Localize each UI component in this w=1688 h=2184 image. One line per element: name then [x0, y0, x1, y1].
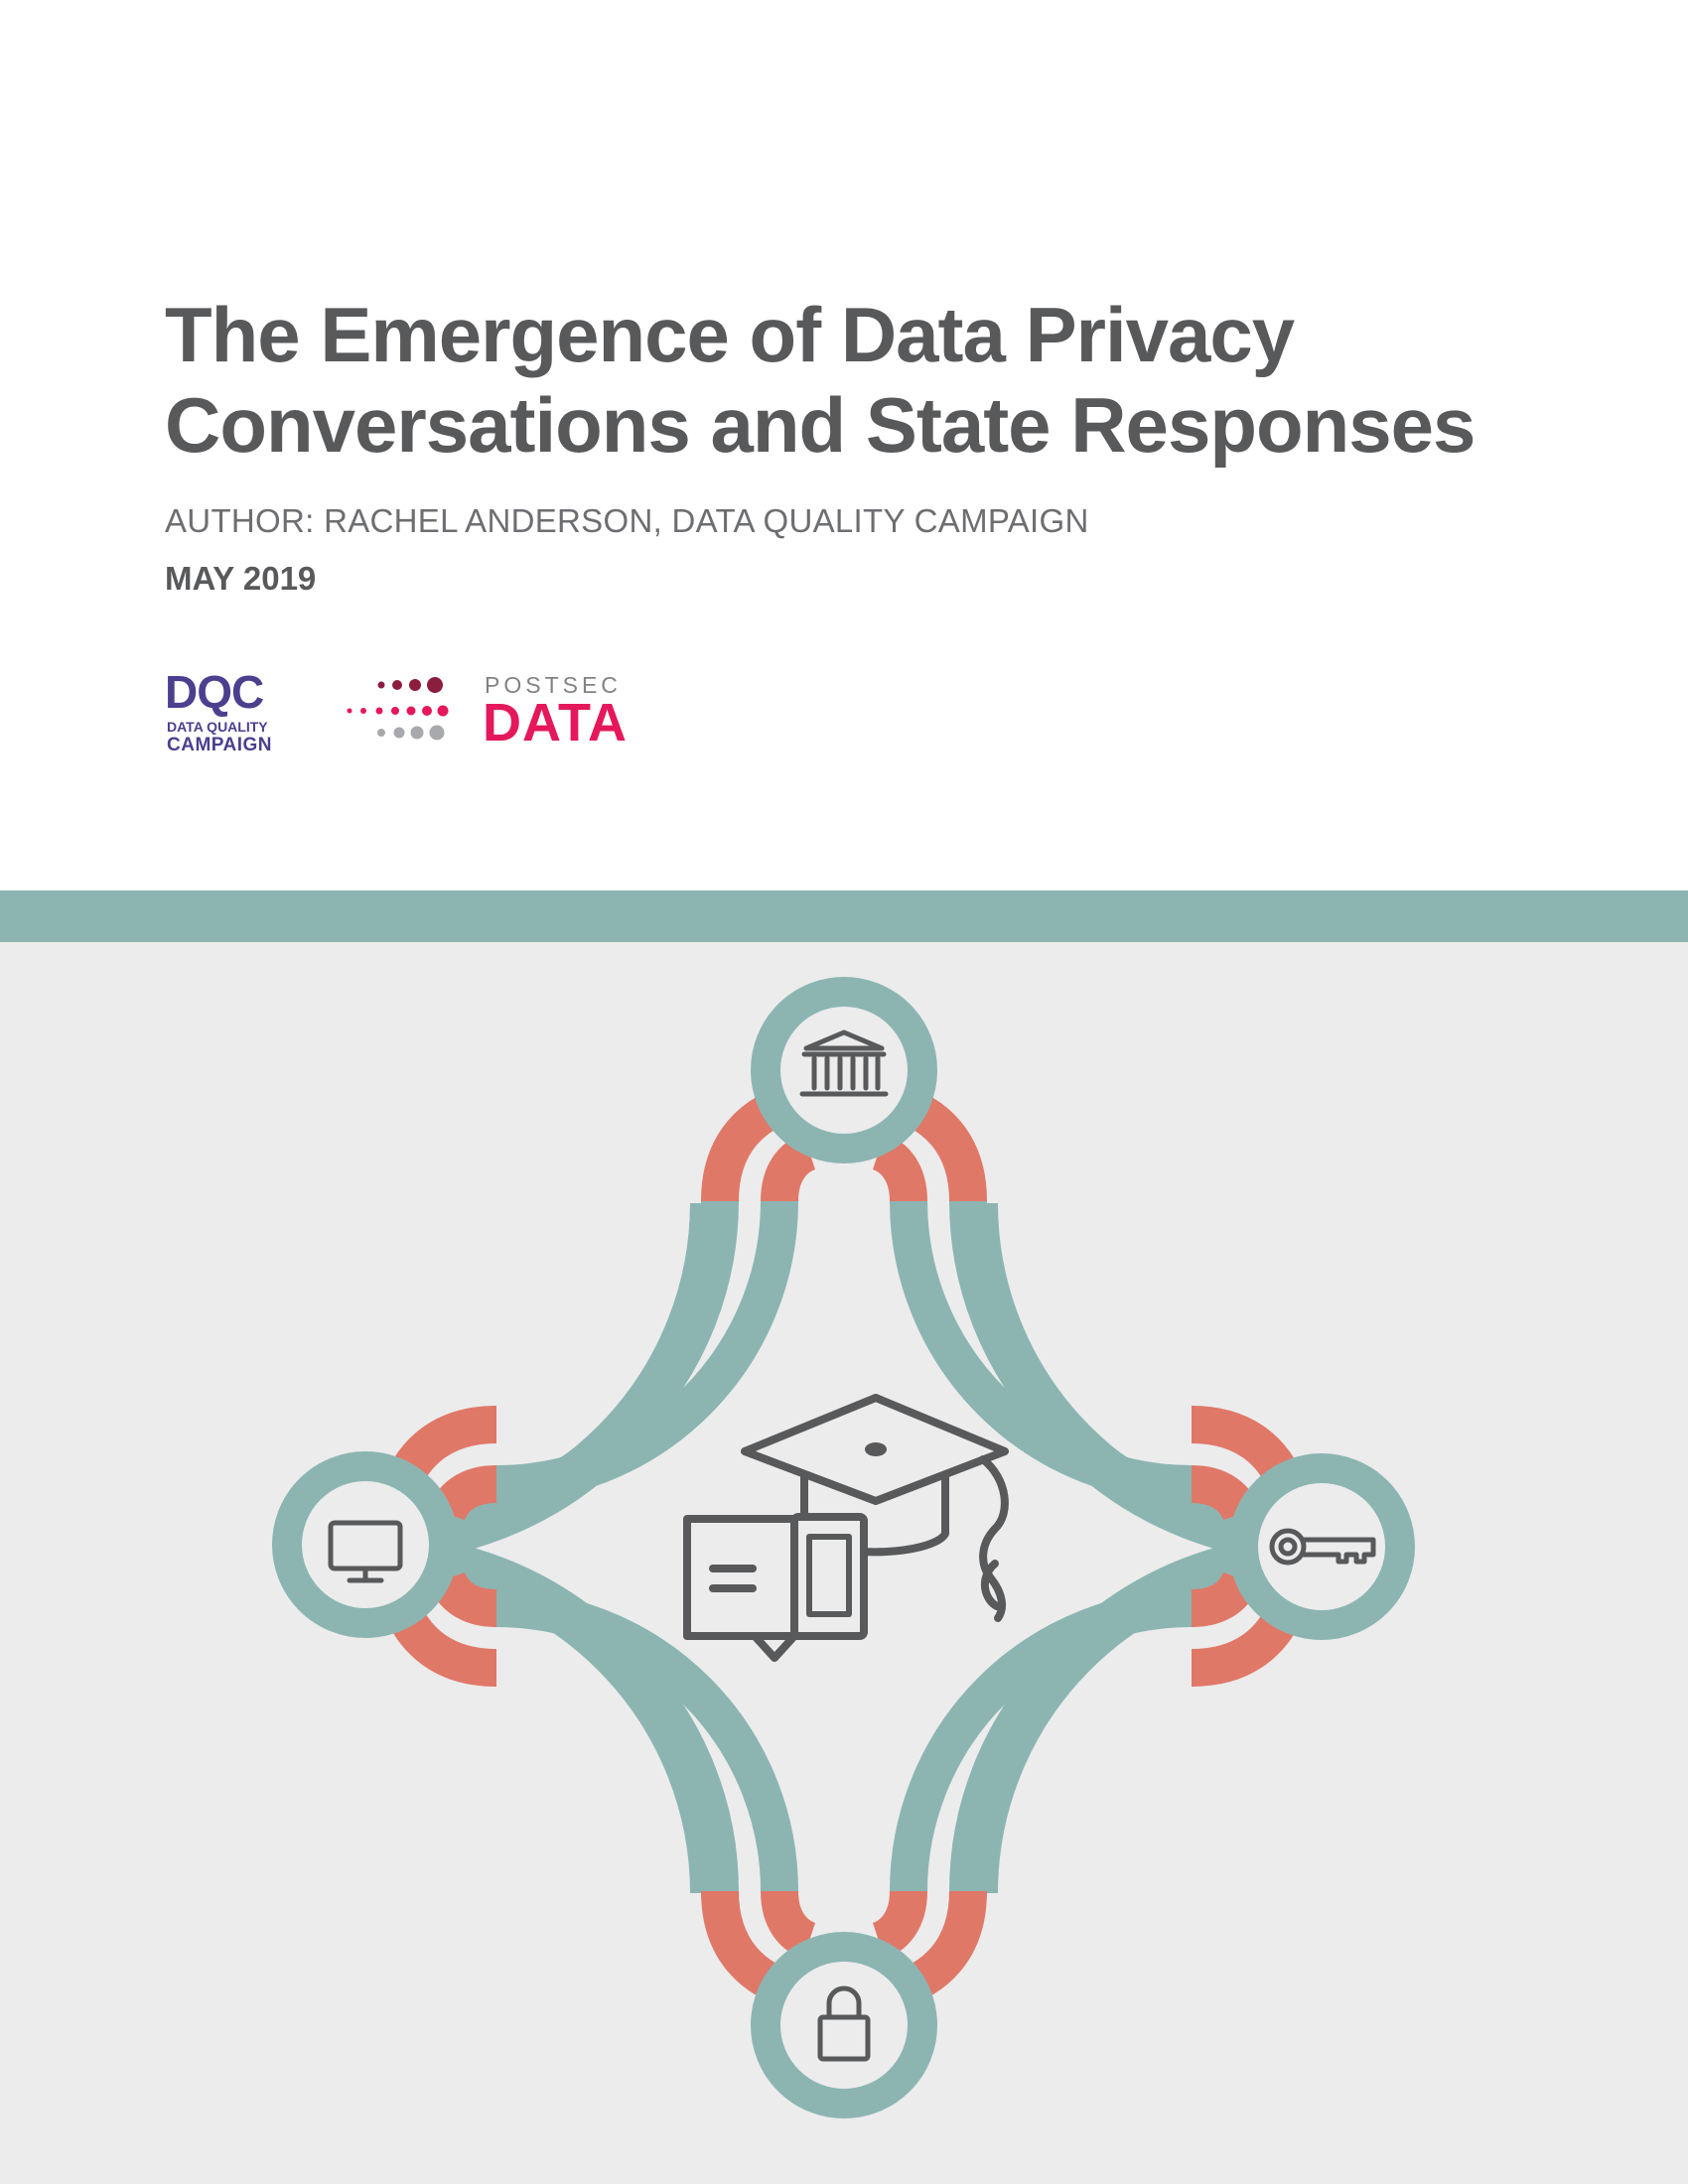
- coral-bottom-right-inner: [871, 1890, 927, 1960]
- dqc-logo-line-1: DATA QUALITY: [167, 719, 268, 735]
- star-arc-bottom-left-outer: [396, 1550, 739, 1892]
- coral-top-right-inner: [871, 1133, 927, 1202]
- postsec-data-logo: POSTSEC DATA: [346, 673, 663, 752]
- coral-top-left-inner: [761, 1133, 817, 1202]
- star-arc-top-right-outer: [949, 1200, 1292, 1543]
- star-arcs: [396, 1200, 1292, 1892]
- node-ring-right: [1228, 1453, 1415, 1640]
- postsec-logo-big-text: DATA: [483, 693, 628, 752]
- monitor-icon: [328, 1520, 403, 1583]
- coral-bottom-left-inner: [761, 1890, 817, 1960]
- star-arc-top-left-outer: [396, 1200, 739, 1543]
- star-arc-top-left-inner: [495, 1200, 798, 1503]
- title-line-2: Conversations and State Responses: [165, 381, 1476, 469]
- open-book-icon: [683, 1515, 803, 1662]
- postsec-logo-small-text: POSTSEC: [485, 672, 622, 698]
- node-ring-bottom: [751, 1932, 937, 2118]
- star-arc-top-right-inner: [890, 1200, 1193, 1503]
- illustration-area: [0, 942, 1688, 2184]
- network-illustration: [272, 977, 1415, 2118]
- node-ring-top: [751, 977, 937, 1163]
- key-icon: [1269, 1528, 1376, 1566]
- bank-icon: [799, 1029, 889, 1097]
- dqc-logo: DQC DATA QUALITY CAMPAIGN: [165, 667, 294, 756]
- star-arc-bottom-right-inner: [890, 1589, 1193, 1892]
- dqc-logo-line-2: CAMPAIGN: [167, 735, 273, 755]
- title-line-1: The Emergence of Data Privacy: [165, 291, 1295, 378]
- padlock-icon: [817, 1985, 871, 2062]
- author-line: AUTHOR: RACHEL ANDERSON, DATA QUALITY CA…: [165, 502, 1089, 539]
- teal-divider-band: [0, 890, 1688, 942]
- dqc-logo-mark: DQC: [165, 666, 264, 718]
- node-rings: [272, 977, 1415, 2118]
- star-arc-bottom-left-inner: [495, 1589, 798, 1892]
- postsec-dots-icon: [347, 677, 449, 741]
- node-ring-left: [272, 1451, 459, 1638]
- star-arc-bottom-right-outer: [949, 1550, 1292, 1892]
- report-title: The Emergence of Data Privacy Conversati…: [165, 290, 1555, 471]
- publication-date: MAY 2019: [165, 560, 317, 597]
- tablet-icon: [790, 1513, 868, 1640]
